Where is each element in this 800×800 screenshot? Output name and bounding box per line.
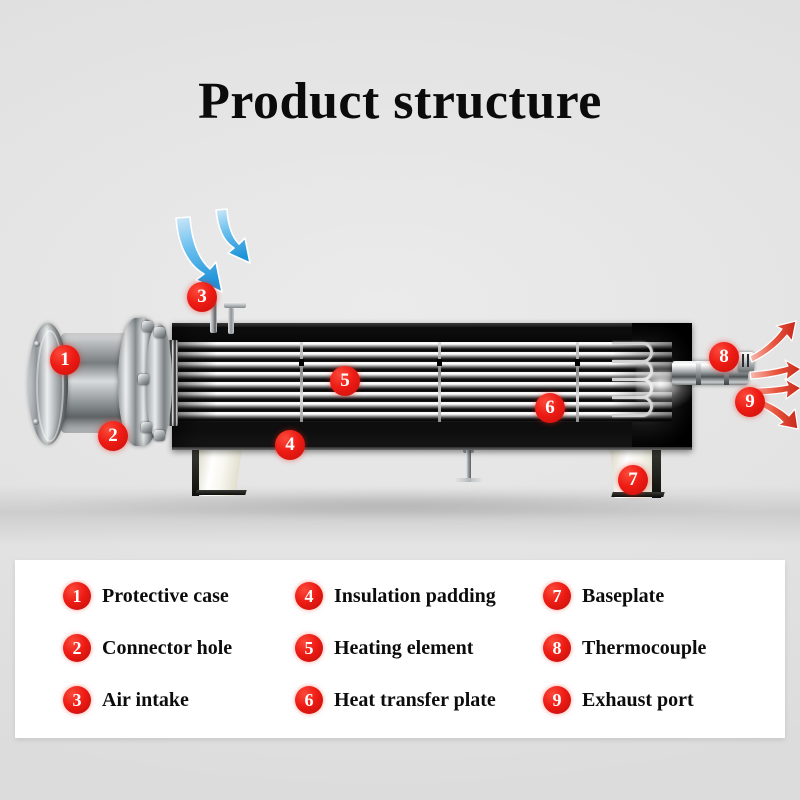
legend-grid: 1 Protective case 4 Insulation padding 7… bbox=[15, 560, 785, 738]
separator-dot bbox=[575, 359, 580, 366]
legend-badge-8: 8 bbox=[543, 634, 571, 662]
legend-badge-1: 1 bbox=[63, 582, 91, 610]
legend-item-4[interactable]: 4 Insulation padding bbox=[295, 582, 543, 610]
callout-badge-2[interactable]: 2 bbox=[98, 421, 128, 451]
legend-panel: 1 Protective case 4 Insulation padding 7… bbox=[15, 560, 785, 738]
legend-badge-5: 5 bbox=[295, 634, 323, 662]
legend-item-6[interactable]: 6 Heat transfer plate bbox=[295, 686, 543, 714]
callout-badge-6[interactable]: 6 bbox=[535, 393, 565, 423]
air-intake-arrows bbox=[175, 208, 251, 293]
product-diagram: 1 2 3 4 5 6 7 8 9 bbox=[0, 190, 800, 545]
case-bolt bbox=[34, 341, 40, 347]
baseplate-right-edge bbox=[652, 446, 661, 498]
connector-flange-inner bbox=[146, 324, 172, 440]
legend-item-1[interactable]: 1 Protective case bbox=[63, 582, 295, 610]
centre-probe-foot bbox=[455, 478, 483, 482]
housing-bottom-highlight bbox=[172, 447, 692, 450]
pipe-ring bbox=[696, 361, 701, 385]
separator-plate bbox=[438, 342, 441, 422]
legend-label-4: Insulation padding bbox=[334, 584, 496, 607]
callout-badge-8[interactable]: 8 bbox=[709, 342, 739, 372]
legend-label-2: Connector hole bbox=[102, 636, 233, 659]
legend-badge-2: 2 bbox=[63, 634, 91, 662]
separator-plate bbox=[576, 342, 579, 422]
legend-item-2[interactable]: 2 Connector hole bbox=[63, 634, 295, 662]
flange-bolt bbox=[154, 430, 165, 441]
legend-item-7[interactable]: 7 Baseplate bbox=[543, 582, 800, 610]
callout-badge-7[interactable]: 7 bbox=[618, 465, 648, 495]
legend-item-3[interactable]: 3 Air intake bbox=[63, 686, 295, 714]
legend-item-8[interactable]: 8 Thermocouple bbox=[543, 634, 800, 662]
flange-bolt bbox=[138, 374, 149, 385]
legend-item-9[interactable]: 9 Exhaust port bbox=[543, 686, 800, 714]
page-title: Product structure bbox=[198, 73, 602, 130]
flange-bolt bbox=[141, 422, 152, 433]
legend-label-6: Heat transfer plate bbox=[334, 688, 496, 711]
housing-top-highlight bbox=[172, 323, 692, 327]
legend-label-9: Exhaust port bbox=[582, 688, 694, 711]
baseplate-left bbox=[196, 448, 242, 496]
legend-label-1: Protective case bbox=[102, 584, 229, 607]
flange-bolt bbox=[154, 327, 165, 338]
legend-label-3: Air intake bbox=[102, 688, 189, 711]
legend-badge-9: 9 bbox=[543, 686, 571, 714]
baseplate-left-base bbox=[195, 490, 247, 495]
legend-badge-7: 7 bbox=[543, 582, 571, 610]
legend-badge-3: 3 bbox=[63, 686, 91, 714]
separator-dot bbox=[299, 359, 304, 366]
case-bolt bbox=[33, 419, 39, 425]
legend-badge-4: 4 bbox=[295, 582, 323, 610]
callout-badge-3[interactable]: 3 bbox=[187, 282, 217, 312]
separator-dot bbox=[437, 359, 442, 366]
protective-case-ring bbox=[36, 330, 64, 442]
heating-element-bank bbox=[172, 342, 672, 422]
centre-probe-rod bbox=[466, 448, 471, 482]
pipe-ring bbox=[724, 361, 729, 385]
legend-badge-6: 6 bbox=[295, 686, 323, 714]
callout-badge-5[interactable]: 5 bbox=[330, 366, 360, 396]
air-intake-cap bbox=[224, 302, 246, 308]
separator-plate bbox=[300, 342, 303, 422]
air-intake-nozzle-secondary bbox=[228, 308, 234, 334]
callout-badge-9[interactable]: 9 bbox=[735, 387, 765, 417]
callout-badge-1[interactable]: 1 bbox=[50, 345, 80, 375]
legend-item-5[interactable]: 5 Heating element bbox=[295, 634, 543, 662]
callout-badge-4[interactable]: 4 bbox=[275, 430, 305, 460]
legend-label-8: Thermocouple bbox=[582, 636, 707, 659]
air-intake-nozzle bbox=[210, 295, 217, 333]
baseplate-left-edge bbox=[192, 448, 199, 496]
flange-bolt bbox=[142, 321, 153, 332]
legend-label-5: Heating element bbox=[334, 636, 474, 659]
legend-label-7: Baseplate bbox=[582, 584, 665, 607]
floor-gradient bbox=[0, 485, 800, 545]
